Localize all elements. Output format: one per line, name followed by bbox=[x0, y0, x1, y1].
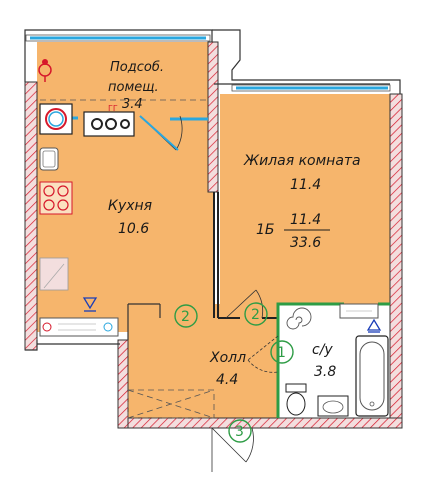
door-kitchen-leaf bbox=[139, 115, 179, 151]
inner-partitions bbox=[213, 192, 278, 319]
boiler-icon bbox=[38, 59, 52, 82]
gas-label: ГГ bbox=[108, 104, 118, 113]
marker-1: 1 bbox=[270, 340, 294, 364]
kitchen-area: 10.6 bbox=[118, 221, 149, 237]
toilet-icon bbox=[285, 383, 307, 416]
utility-name-line2: помещ. bbox=[108, 80, 159, 95]
wall-right bbox=[389, 93, 403, 425]
wall-bottom bbox=[119, 417, 403, 429]
bathroom-vent-icon bbox=[366, 318, 382, 333]
kitchen-floor bbox=[37, 114, 214, 332]
utility-floor bbox=[37, 42, 214, 114]
apartment-total-area: 33.6 bbox=[290, 235, 321, 251]
dashed-lines bbox=[40, 99, 215, 419]
room-labels: Подсоб. помещ. 3.4 Кухня 10.6 Жилая комн… bbox=[108, 60, 361, 388]
walls-outline bbox=[24, 29, 401, 351]
wall-left bbox=[24, 81, 38, 351]
walls-load-bearing bbox=[24, 41, 403, 429]
bathtub-icon bbox=[355, 335, 389, 417]
washbasin-icon bbox=[317, 395, 349, 417]
bath-name: с/у bbox=[312, 342, 333, 358]
bath-area: 3.8 bbox=[314, 364, 336, 380]
sink-icon bbox=[39, 147, 59, 171]
door-bath bbox=[247, 335, 279, 373]
svg-text:2: 2 bbox=[251, 307, 260, 323]
stove-top-icon bbox=[83, 111, 135, 137]
radiator-icon bbox=[39, 317, 119, 337]
hall-floor bbox=[128, 304, 278, 418]
apartment-summary: 1Б 11.4 33.6 bbox=[256, 212, 330, 251]
hall-name: Холл bbox=[209, 350, 246, 366]
marker-2-left: 2 bbox=[174, 304, 198, 328]
washing-machine-icon bbox=[39, 103, 73, 135]
living-name: Жилая комната bbox=[243, 153, 361, 169]
door-living bbox=[225, 289, 264, 319]
utility-area: 3.4 bbox=[122, 97, 143, 112]
living-floor bbox=[220, 94, 390, 304]
kitchen-name: Кухня bbox=[108, 198, 152, 214]
apartment-living-area: 11.4 bbox=[290, 212, 321, 228]
oven-icon bbox=[39, 257, 69, 291]
apartment-type: 1Б bbox=[256, 222, 275, 238]
svg-text:3: 3 bbox=[235, 424, 244, 440]
vent-marker-icon bbox=[82, 297, 98, 312]
markers: 2 2 1 3 bbox=[174, 302, 294, 443]
bathroom-walls bbox=[276, 302, 390, 418]
window-frame-living bbox=[231, 84, 391, 92]
hall-area: 4.4 bbox=[216, 372, 238, 388]
bathroom-fixtures bbox=[285, 303, 389, 417]
water-heater-icon bbox=[339, 303, 379, 319]
living-area: 11.4 bbox=[290, 177, 321, 193]
window-frame-top bbox=[25, 34, 211, 42]
marker-2-right: 2 bbox=[244, 302, 268, 326]
kitchen-fixtures: ГГ bbox=[38, 59, 135, 337]
marker-3: 3 bbox=[228, 419, 252, 443]
svg-text:2: 2 bbox=[181, 309, 190, 325]
wall-partition-vertical bbox=[207, 41, 219, 193]
svg-text:1: 1 bbox=[277, 345, 286, 361]
wall-bottom-left-stub bbox=[117, 339, 129, 429]
door-entrance bbox=[211, 427, 254, 463]
utility-name-line1: Подсоб. bbox=[110, 60, 164, 75]
drain-spiral-icon bbox=[286, 307, 312, 330]
hob-icon bbox=[39, 181, 73, 215]
